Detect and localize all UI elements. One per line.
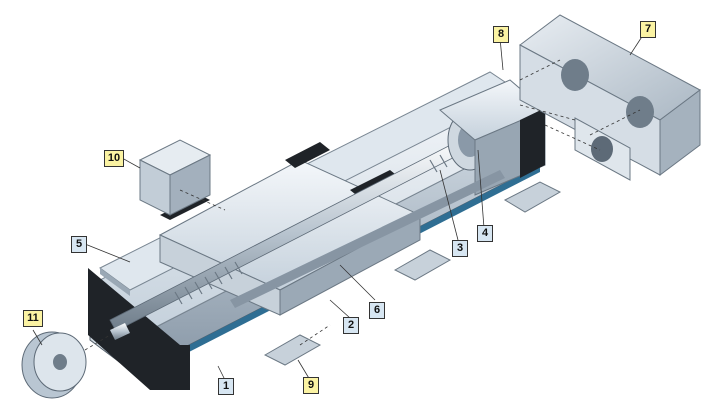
callout-1: 1 xyxy=(218,378,234,395)
callout-5: 5 xyxy=(71,236,87,253)
callout-4: 4 xyxy=(477,225,493,242)
callout-8: 8 xyxy=(493,26,509,43)
guide-rail xyxy=(230,170,505,308)
flange-coupling xyxy=(21,323,130,399)
adapter-plate xyxy=(574,117,631,181)
motor-cover xyxy=(519,14,701,176)
callout-3: 3 xyxy=(452,240,468,257)
leader-lines xyxy=(32,31,646,381)
callout-11: 11 xyxy=(23,310,43,327)
callout-6: 6 xyxy=(369,302,385,319)
callout-2: 2 xyxy=(343,317,359,334)
mounting-clamps xyxy=(263,181,562,366)
sensor-block xyxy=(138,139,212,216)
callout-9: 9 xyxy=(303,377,319,394)
callout-7: 7 xyxy=(640,21,656,38)
assembly-dashed-lines xyxy=(84,59,641,351)
callout-10: 10 xyxy=(104,150,124,167)
